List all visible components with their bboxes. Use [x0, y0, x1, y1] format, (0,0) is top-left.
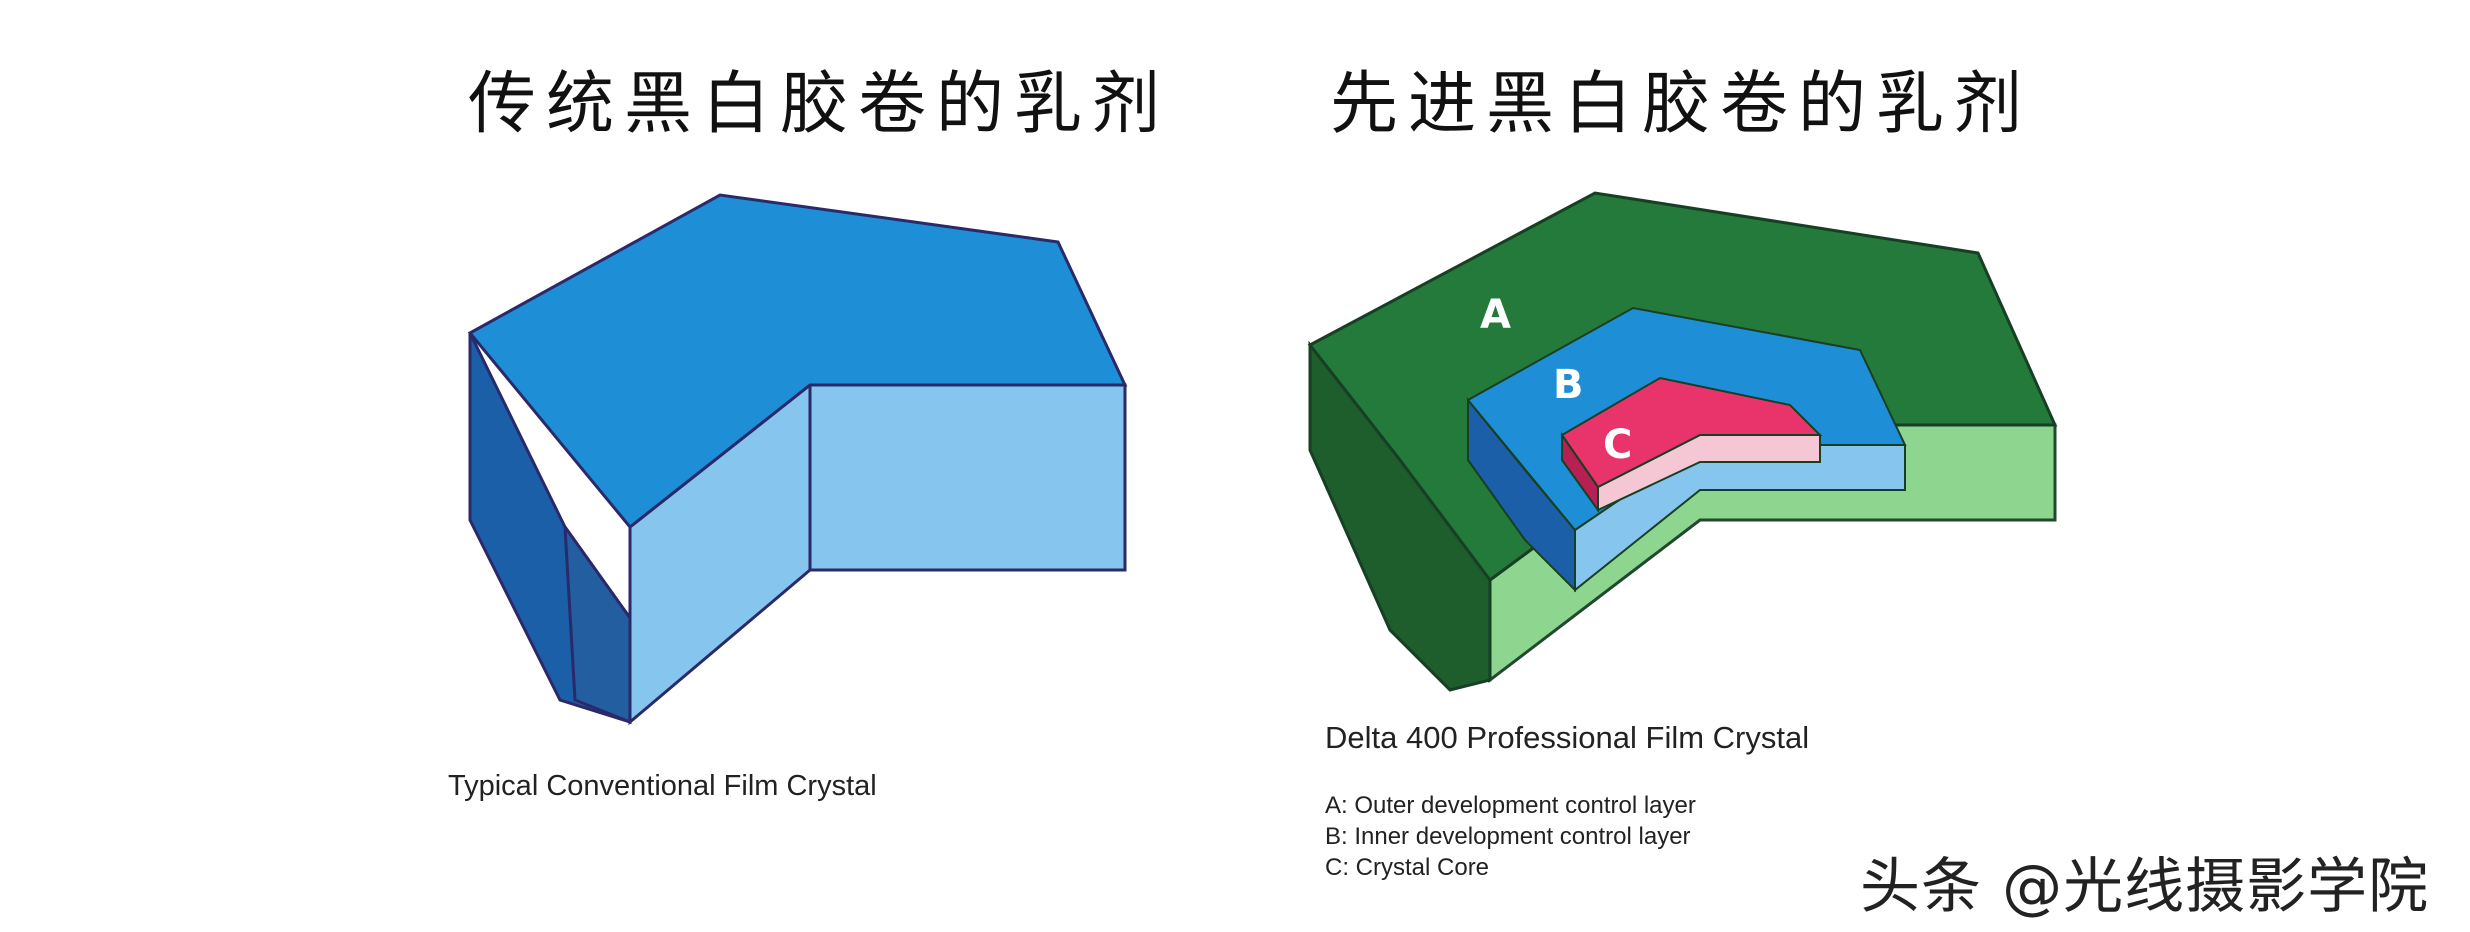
legend-item-b: B: Inner development control layer — [1325, 823, 1691, 850]
legend-item-c: C: Crystal Core — [1325, 854, 1490, 881]
layer-a-label: A — [1480, 292, 1511, 338]
layer-c-label: C — [1603, 422, 1632, 468]
left-caption: Typical Conventional Film Crystal — [448, 770, 877, 802]
delta-crystal: A B C — [1307, 191, 2058, 692]
layer-b-label: B — [1553, 362, 1584, 408]
conventional-crystal-left-face-lower — [563, 521, 632, 725]
legend-item-a: A: Outer development control layer — [1325, 792, 1696, 819]
right-title: 先进黑白胶卷的乳剂 — [1330, 65, 2033, 144]
conventional-crystal-top-face — [467, 193, 1128, 530]
left-title: 传统黑白胶卷的乳剂 — [468, 65, 1171, 144]
conventional-crystal — [467, 193, 1128, 726]
right-caption: Delta 400 Professional Film Crystal — [1325, 720, 1810, 755]
layer-legend: A: Outer development control layer B: In… — [1325, 790, 1696, 883]
layer-c-top-face — [1560, 376, 1823, 489]
watermark: 头条 @光线摄影学院 — [1860, 852, 2430, 922]
